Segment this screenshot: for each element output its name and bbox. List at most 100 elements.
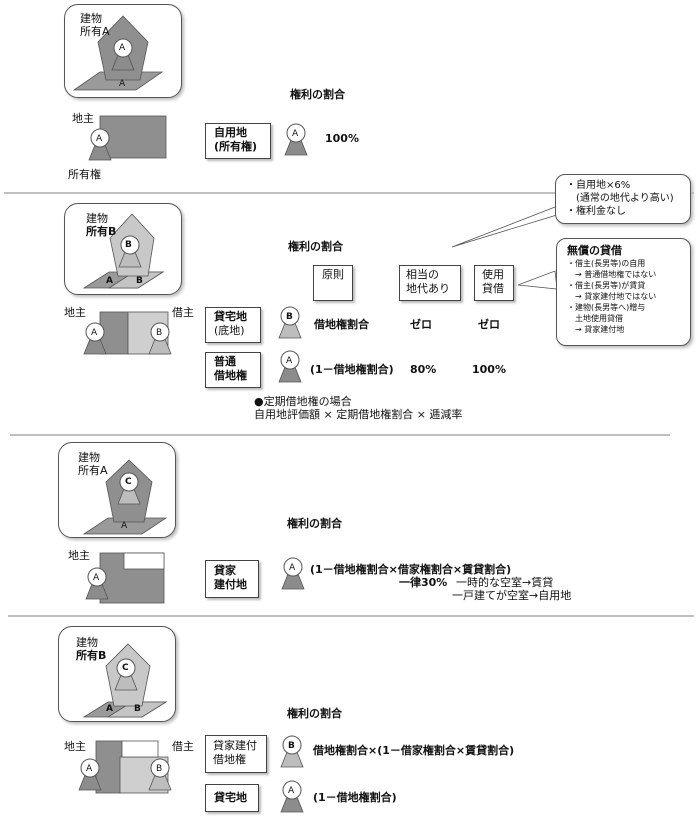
s2-row1-formula: 借地権割合	[314, 318, 369, 331]
callout2-line1: ・借主(長男等)の自用	[567, 259, 646, 268]
callout2-line6: 土地使用貸借	[567, 314, 623, 323]
s2-land-letter-a: A	[106, 276, 113, 286]
s1-box-line2: (所有権)	[214, 140, 258, 153]
s3-land-letter: A	[121, 521, 128, 531]
s1-building-label: 建物	[80, 12, 102, 25]
s3-owner-label: 所有A	[78, 464, 108, 477]
s1-land-figure	[88, 115, 308, 161]
callout2-line2: → 普通借地権ではない	[567, 270, 657, 279]
s2-landlord-icon-letter: A	[91, 328, 98, 338]
s2-header-1: 原則	[313, 265, 353, 301]
s1-landlord-label: 地主	[72, 112, 94, 125]
s1-owner-icon-letter: A	[119, 43, 126, 53]
s2-row1-letter: B	[286, 312, 293, 322]
s3-tenant-icon-letter: C	[125, 477, 132, 487]
s3-box-line2: 建付地	[214, 578, 247, 591]
callout2-title: 無償の貸借	[567, 244, 622, 257]
s3-note-a: 一律30%	[399, 576, 448, 589]
s3-box-line1: 貸家	[214, 564, 236, 577]
s4-land-letter-b: B	[134, 704, 141, 714]
s1-land-letter: A	[119, 79, 126, 89]
s3-note-c: 一戸建てが空室→自用地	[452, 589, 572, 602]
s1-landlord-icon-letter: A	[96, 134, 103, 144]
s2-row2-c3: 100%	[472, 363, 506, 376]
divider-3	[8, 615, 694, 617]
s4-land-letter-a: A	[106, 704, 113, 714]
s1-ratio-title: 権利の割合	[290, 88, 345, 101]
s2-land-figure	[83, 306, 302, 383]
s3-building-label: 建物	[78, 451, 100, 464]
callout2-line7: → 貸家建付地	[567, 325, 625, 334]
s2-row2-box-line2: 借地権	[214, 369, 247, 382]
s1-box-line1: 自用地	[214, 126, 247, 139]
callout-ground-rent: ・自用地×6% (通常の地代より高い) ・権利金なし	[555, 174, 691, 224]
callout2-line4: → 貸家建付地ではない	[567, 292, 657, 301]
s4-ratio-title: 権利の割合	[287, 707, 342, 720]
s2-tenant-label: 借主	[172, 306, 194, 319]
s4-tenant-icon-letter: B	[156, 764, 163, 774]
s2-land-letter-b: B	[136, 276, 143, 286]
s2-owner-icon-letter: B	[125, 240, 132, 250]
s4-tenant-label: 借主	[172, 740, 194, 753]
s1-owner-label: 所有A	[80, 25, 110, 38]
s2-row2-letter: A	[286, 356, 293, 366]
s3-landlord-label: 地主	[68, 549, 90, 562]
callout1-line2: (通常の地代より高い)	[566, 193, 674, 204]
s2-header-2-line1: 相当の	[406, 268, 439, 281]
s3-landlord-icon-letter: A	[93, 573, 100, 583]
callout2-line3: ・借主(長男等)が賃貸	[567, 281, 646, 290]
s2-row1-c2: ゼロ	[410, 318, 432, 331]
s1-box: 自用地 (所有権)	[205, 123, 271, 159]
s4-row2-letter: A	[288, 786, 295, 796]
s2-row1-box: 貸宅地 (底地)	[205, 307, 261, 343]
divider-1	[4, 192, 694, 194]
callout2-tail	[517, 270, 558, 290]
s2-landlord-label: 地主	[64, 306, 86, 319]
s4-row1-formula: 借地権割合×(1－借家権割合×賃貸割合)	[313, 744, 515, 757]
s3-building-card	[58, 442, 176, 538]
s4-tenant-icon-letter: C	[122, 663, 129, 673]
s2-header-3-line2: 貸借	[482, 282, 504, 295]
s2-note-line1: ●定期借地権の場合	[254, 395, 352, 408]
s3-ratio-title: 権利の割合	[287, 517, 342, 530]
s2-row2-box: 普通 借地権	[205, 352, 261, 388]
callout-free-loan: 無償の貸借 ・借主(長男等)の自用 → 普通借地権ではない ・借主(長男等)が賃…	[556, 238, 691, 346]
s4-row1-box-line2: 借地権	[213, 753, 246, 766]
s1-result-letter: A	[292, 129, 299, 139]
s2-header-3: 使用 貸借	[474, 265, 514, 301]
s4-land-figure	[78, 735, 304, 813]
s2-owner-label: 所有B	[86, 225, 117, 238]
s2-header-1-line1: 原則	[322, 268, 344, 281]
s1-ownership-label: 所有権	[68, 168, 101, 181]
s2-tenant-icon-letter: B	[156, 328, 163, 338]
s4-landlord-icon-letter: A	[86, 764, 93, 774]
s2-building-label: 建物	[86, 212, 108, 225]
s2-row2-formula: (1－借地権割合)	[310, 363, 394, 376]
callout1-line1: ・自用地×6%	[566, 180, 631, 191]
callout2-line5: ・建物(長男等へ)贈与	[567, 303, 646, 312]
divider-2	[10, 434, 670, 436]
s2-ratio-title: 権利の割合	[288, 240, 343, 253]
s2-building-card	[64, 203, 182, 295]
s3-note-b: 一時的な空室→賃貸	[456, 576, 554, 589]
s4-owner-label: 所有B	[76, 649, 107, 662]
s2-row1-box-line1: 貸宅地	[214, 310, 247, 323]
s4-row2-box-line1: 貸宅地	[214, 791, 247, 804]
s3-land-figure	[85, 552, 305, 604]
callout1-tail	[451, 201, 570, 248]
s4-row2-formula: (1－借地権割合)	[313, 791, 397, 804]
s2-header-3-line1: 使用	[482, 268, 504, 281]
s4-row1-letter: B	[288, 741, 295, 751]
s2-header-2: 相当の 地代あり	[399, 265, 461, 301]
s1-value: 100%	[325, 132, 359, 145]
s2-row2-box-line1: 普通	[214, 355, 236, 368]
s4-row1-box: 貸家建付 借地権	[205, 735, 267, 773]
s3-formula: (1－借地権割合×借家権割合×賃貸割合)	[310, 563, 512, 576]
s4-landlord-label: 地主	[64, 740, 86, 753]
s4-building-label: 建物	[76, 636, 98, 649]
callout1-line3: ・権利金なし	[566, 206, 626, 217]
s2-header-2-line2: 地代あり	[406, 282, 450, 295]
s2-note-line2: 自用地評価額 × 定期借地権割合 × 逓減率	[254, 408, 463, 421]
s2-row1-c3: ゼロ	[478, 318, 500, 331]
s3-result-letter: A	[289, 563, 296, 573]
